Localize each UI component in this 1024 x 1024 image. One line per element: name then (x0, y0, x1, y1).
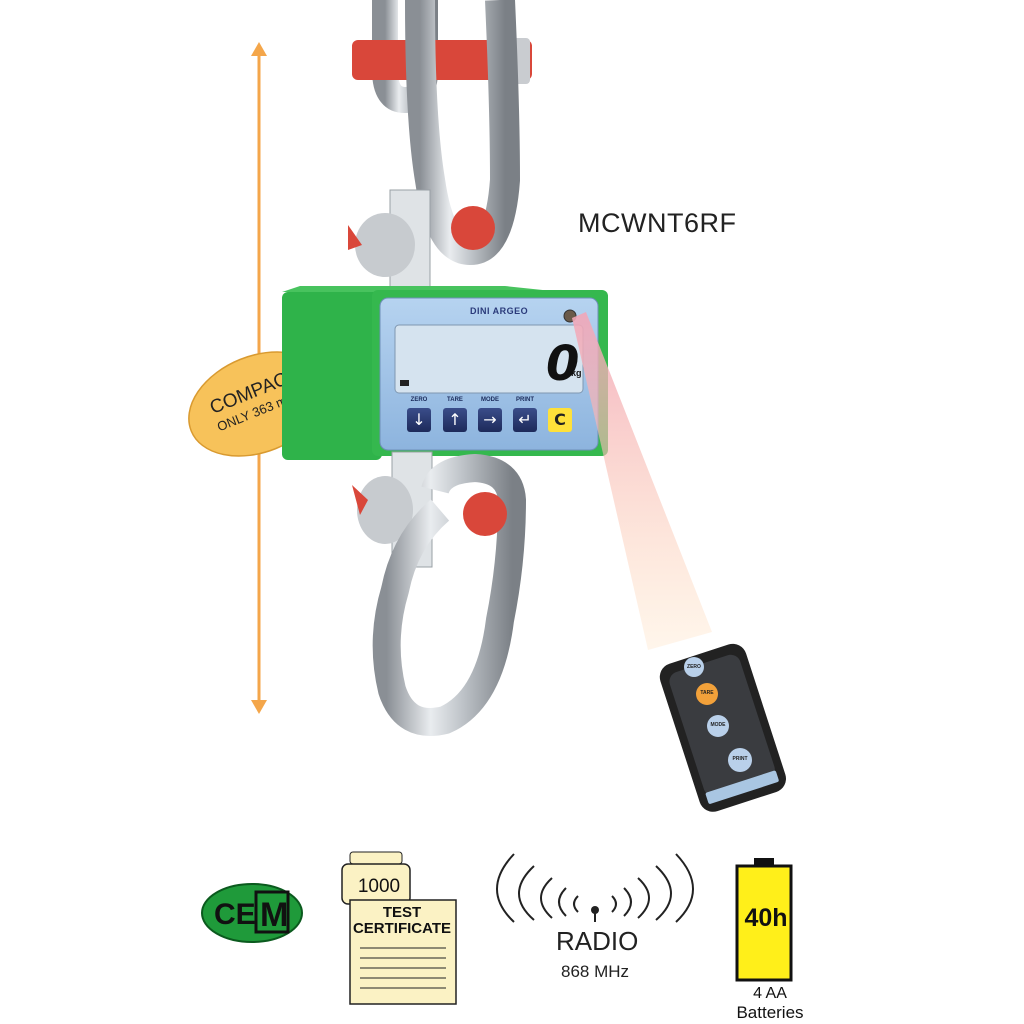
test-certificate-icon (341, 851, 457, 1005)
radio-frequency: 868 MHz (561, 962, 630, 981)
key-label-print: PRINT (516, 397, 534, 403)
key-label-zero: ZERO (410, 397, 428, 403)
remote-tare-button[interactable]: TARE (700, 690, 714, 696)
battery-count: 4 AA (753, 985, 787, 1002)
remote-print-button[interactable]: PRINT (732, 756, 748, 762)
weight-display-unit: kg (571, 368, 582, 378)
certificate-title-2: CERTIFICATE (352, 920, 452, 937)
zero-button[interactable]: ↓ (407, 408, 431, 432)
radio-waves-icon (496, 853, 694, 923)
remote-zero-button[interactable]: ZERO (687, 664, 701, 670)
model-name: MCWNT6RF (578, 208, 737, 238)
power-button[interactable]: C (548, 408, 572, 432)
radio-title: RADIO (556, 926, 639, 956)
crane-scale-illustration (282, 0, 786, 812)
certificate-title-1: TEST (382, 904, 422, 921)
battery-type: Batteries (736, 1003, 804, 1022)
brand-logo: DINI ARGEO (470, 306, 529, 316)
weight-display-value: 0 (546, 336, 580, 392)
print-button[interactable]: ↵ (513, 408, 537, 432)
certificate-weight: 1000 (357, 876, 401, 897)
battery-icon (735, 858, 793, 982)
mode-button[interactable]: → (478, 408, 502, 432)
key-label-mode: MODE (481, 397, 499, 403)
svg-text:M: M (260, 896, 288, 934)
tare-button[interactable]: ↑ (443, 408, 467, 432)
ce-mark-icon: CE M (201, 883, 303, 943)
key-label-tare: TARE (447, 397, 463, 403)
remote-mode-button[interactable]: MODE (710, 722, 726, 728)
battery-hours: 40h (744, 904, 788, 932)
svg-text:CE: CE (214, 898, 256, 931)
